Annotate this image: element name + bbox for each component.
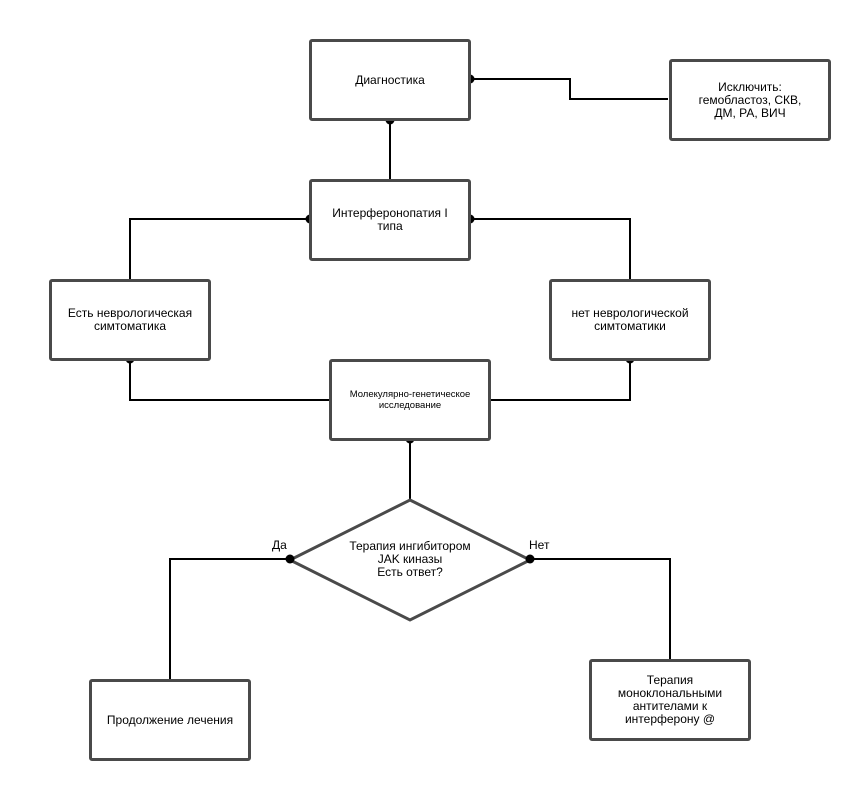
edge-neuro-no-genetic	[490, 359, 631, 401]
decision-text: Терапия ингибитором JAK киназы Есть отве…	[349, 539, 471, 579]
node-neuro-no-text: нет неврологической симтоматики	[571, 306, 689, 333]
edge-decision-continue	[169, 558, 290, 679]
edge-diagnostics-exclude	[470, 78, 668, 100]
node-interferonopathy-text: Интерферонопатия I типа	[332, 206, 448, 233]
node-antibody-text: Терапия моноклональными антителами к инт…	[617, 673, 723, 726]
node-interferonopathy: Интерферонопатия I типа	[309, 179, 471, 261]
edge-label-yes: Да	[272, 538, 287, 552]
connector-dot	[525, 554, 535, 564]
edge-neuro-yes-genetic	[129, 359, 330, 401]
edge-label-no: Нет	[529, 538, 550, 552]
node-genetic: Молекулярно-генетическое исследование	[329, 359, 491, 441]
node-neuro-no: нет неврологической симтоматики	[549, 279, 711, 361]
decision-diamond	[286, 498, 534, 622]
edge-interferonopathy-neuro-no	[470, 218, 631, 279]
edge-decision-antibody	[530, 558, 671, 659]
node-continue: Продолжение лечения	[89, 679, 251, 761]
node-genetic-text: Молекулярно-генетическое исследование	[349, 389, 471, 411]
node-exclude: Исключить: гемобластоз, СКВ, ДМ, РА, ВИЧ	[669, 59, 831, 141]
node-diagnostics: Диагностика	[309, 39, 471, 121]
node-neuro-yes: Есть неврологическая симтоматика	[49, 279, 211, 361]
node-exclude-text: Исключить: гемобластоз, СКВ, ДМ, РА, ВИЧ	[698, 79, 802, 120]
node-diagnostics-text: Диагностика	[355, 72, 425, 87]
edge-interferonopathy-neuro-yes	[129, 218, 310, 279]
node-neuro-yes-text: Есть неврологическая симтоматика	[67, 306, 193, 333]
node-antibody: Терапия моноклональными антителами к инт…	[589, 659, 751, 741]
node-continue-text: Продолжение лечения	[106, 712, 234, 727]
connector-dot	[285, 554, 295, 564]
